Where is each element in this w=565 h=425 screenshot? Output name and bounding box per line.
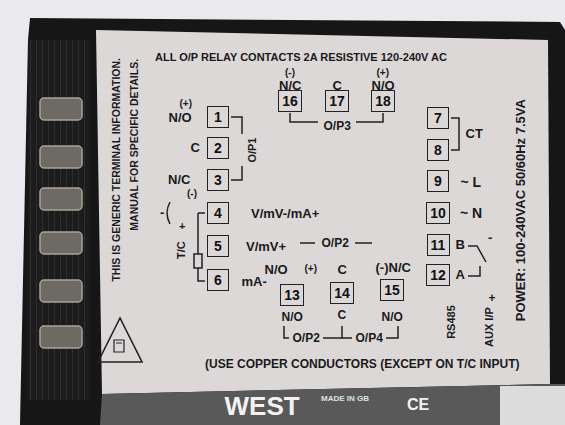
terminal-label: (+) [305,263,318,274]
terminal-label: MANUAL FOR SPECIFIC DETAILS. [129,59,141,231]
terminal-label: (USE COPPER CONDUCTORS (EXCEPT ON T/C IN… [205,358,519,371]
terminal-number: 15 [384,283,400,297]
terminal-label: C [338,263,347,277]
terminal-number: 13 [284,288,300,302]
terminal-label: (+) [377,67,390,78]
terminal-label: ~ L [461,175,482,190]
terminal-label: CE [407,396,429,414]
terminal-number: 18 [375,94,391,108]
terminal-box: 2 [207,137,229,159]
terminal-number: 6 [214,273,222,287]
terminal-label: N/C [279,79,301,93]
terminal-label: B [456,238,465,252]
terminal-number: 9 [434,174,442,188]
terminal-box: 3 [207,169,229,191]
terminal-number: 11 [431,238,446,252]
terminal-label: POWER: 100-240VAC 50/60Hz 7.5VA [514,99,528,321]
terminal-number: 8 [434,143,442,157]
terminal-label: O/P2 [293,332,320,345]
terminal-label: ALL O/P RELAY CONTACTS 2A RESISTIVE 120-… [155,51,447,63]
terminal-number: 16 [282,94,298,108]
terminal-number: 5 [214,239,222,253]
terminal-label: - [488,231,492,245]
terminal-label: (-) [285,67,295,78]
terminal-strip [28,40,90,400]
label-plate [96,30,550,394]
terminal-number: 10 [430,206,446,220]
terminal-label: - [160,206,164,220]
terminal-number: 14 [334,286,350,300]
terminal-label: (-) [187,188,197,199]
terminal-label: + [489,292,496,305]
terminal-box: 17 [325,90,349,112]
terminal-label: N/O [282,311,303,324]
terminal-label: RS485 [445,305,457,339]
terminal-label: N/O [265,263,288,277]
terminal-label: C [333,79,342,93]
terminal-label: O/P1 [246,138,258,163]
terminal-label: ~ N [460,206,482,221]
terminal-screws [40,98,82,348]
terminal-box: 4 [207,202,229,224]
terminal-label: C [338,309,347,322]
terminal-box: 18 [371,90,395,112]
terminal-label: AUX I/P [483,307,495,347]
terminal-label: THIS IS GENERIC TERMINAL INFORMATION. [111,58,123,282]
terminal-box: 6 [207,269,229,291]
terminal-label: V/mV-/mA+ [251,207,319,221]
terminal-number: 3 [214,173,222,187]
terminal-label: CT [466,127,483,141]
terminal-label: T/C [175,241,187,259]
housing [20,18,565,425]
terminal-number: 4 [214,206,222,220]
terminal-number: 2 [214,141,222,155]
terminal-number: 17 [329,94,345,108]
terminal-number: 7 [434,111,442,125]
terminal-label: N/O [372,79,395,93]
terminal-box: 15 [380,279,404,301]
terminal-box: 7 [427,107,449,129]
warning-triangle [98,318,142,362]
relay-symbol [468,246,486,276]
terminal-box: 9 [427,170,449,192]
terminal-label: N/C [168,173,190,187]
terminal-label: MADE IN GB [321,395,369,404]
terminal-box: 12 [426,264,450,286]
terminal-box: 13 [280,284,304,306]
terminal-label: C [191,141,200,155]
terminal-label: WEST [225,392,300,421]
terminal-number: 12 [430,268,446,282]
terminal-number: 1 [214,110,222,124]
terminal-label: N/O [382,311,403,324]
terminal-box: 8 [427,139,449,161]
brackets [167,113,459,338]
terminal-box: 16 [278,90,302,112]
terminal-label: A [456,268,465,282]
terminal-label: O/P3 [324,120,351,133]
terminal-label: O/P2 [322,237,349,250]
terminal-label: (+) [180,98,193,109]
terminal-label: + [179,220,185,232]
terminal-label: O/P4 [356,332,383,345]
terminal-label: N/O [169,111,192,125]
terminal-box: 10 [426,202,450,224]
front-bezel [100,384,565,425]
terminal-label: V/mV+ [246,240,286,254]
terminal-box: 11 [427,234,450,256]
terminal-box: 1 [207,106,229,128]
terminal-box: 14 [330,282,354,304]
terminal-box: 5 [207,235,229,257]
terminal-label: mA- [242,275,267,289]
terminal-label: (-)N/C [376,261,411,275]
paper [500,386,565,425]
